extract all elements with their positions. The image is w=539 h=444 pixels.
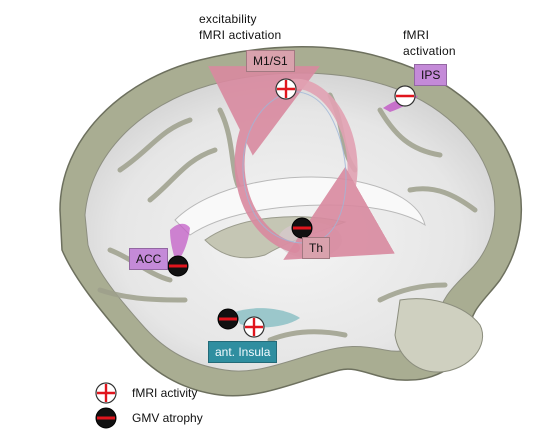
ips-fmri-annotation-line1: fMRI: [403, 28, 430, 42]
fmri-activation-annotation: fMRI activation: [199, 28, 282, 42]
region-label-th: Th: [302, 237, 331, 259]
legend-gmv-icon: [95, 407, 117, 429]
region-label-insula: ant. Insula: [208, 341, 278, 363]
ascending-arrow: [207, 66, 320, 253]
descending-arrow: [283, 78, 395, 260]
legend-fmri-label: fMRI activity: [132, 386, 198, 400]
legend-gmv-label: GMV atrophy: [132, 411, 203, 425]
region-label-acc: ACC: [129, 248, 169, 270]
region-label-ips: IPS: [414, 64, 448, 86]
gmv-atrophy-marker-acc: [167, 255, 189, 277]
excitability-annotation: excitability: [199, 12, 257, 26]
legend-fmri-icon: [95, 382, 117, 404]
gmv-atrophy-marker-insula: [217, 308, 239, 330]
acc-region: [170, 223, 190, 262]
fmri-activity-marker-ips: [394, 85, 416, 107]
cerebellum: [394, 298, 484, 373]
region-label-m1s1: M1/S1: [246, 50, 295, 72]
gmv-atrophy-marker-th: [291, 217, 313, 239]
gyri-lines: [97, 92, 478, 343]
fmri-activity-marker-m1s1: [275, 78, 297, 100]
ips-fmri-annotation-line2: activation: [403, 44, 456, 58]
fmri-activity-marker-insula: [243, 316, 265, 338]
